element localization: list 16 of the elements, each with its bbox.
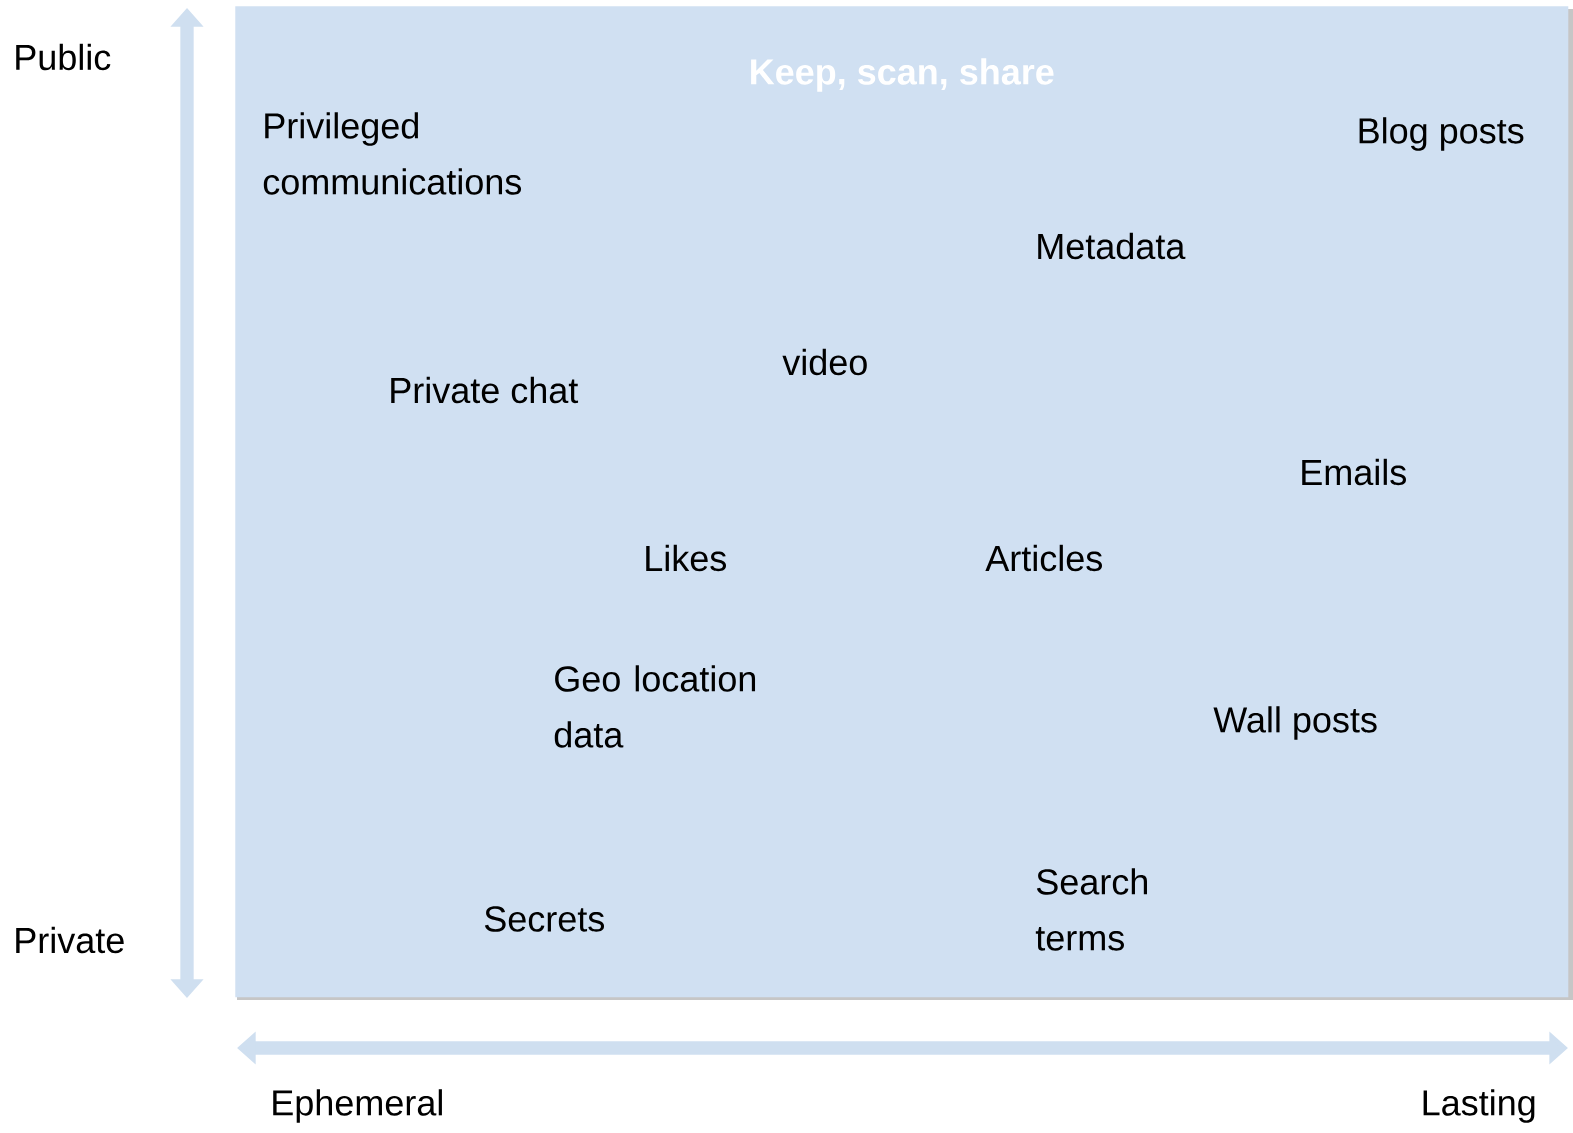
label: Wall posts xyxy=(1213,706,1377,740)
label: Private xyxy=(16,926,124,954)
label: Search terms xyxy=(1035,868,1147,951)
label: video xyxy=(782,348,867,376)
label: Geo location data xyxy=(554,665,756,748)
label: Secrets xyxy=(484,906,604,932)
label: Metadata xyxy=(1038,232,1186,260)
label: Articles xyxy=(985,544,1102,572)
label: Private chat xyxy=(391,376,579,404)
label: Public xyxy=(16,43,111,71)
label: Emails xyxy=(1302,458,1406,486)
label: Likes xyxy=(646,544,726,572)
label: Blog posts xyxy=(1359,117,1524,151)
label: Lasting xyxy=(1423,1089,1535,1123)
label: Privileged communications xyxy=(263,112,522,195)
label: Ephemeral xyxy=(273,1089,442,1123)
